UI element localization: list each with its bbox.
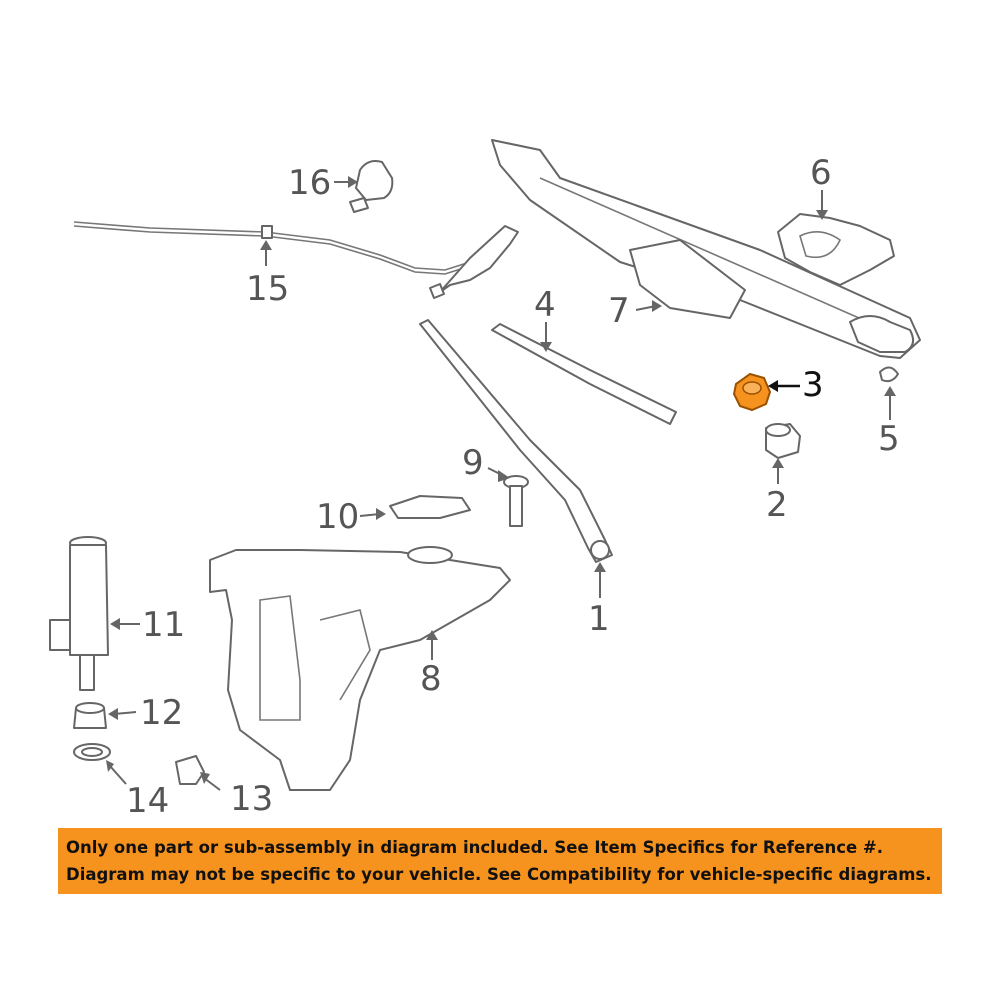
reservoir-cap-part: [389, 495, 471, 519]
callout-1: 1: [588, 599, 610, 639]
callout-11: 11: [142, 605, 185, 645]
nut-part-highlighted: [732, 372, 772, 412]
clip-part: [175, 755, 205, 785]
bolt-part: [503, 475, 529, 527]
callout-14: 14: [126, 781, 169, 821]
bushing-part: [765, 423, 801, 459]
callout-15: 15: [246, 269, 289, 309]
callout-6: 6: [810, 153, 832, 193]
washer-pump-part: [49, 536, 109, 691]
seal-part: [73, 743, 111, 761]
callout-10: 10: [316, 497, 359, 537]
callout-9: 9: [462, 443, 484, 483]
callout-16: 16: [288, 163, 331, 203]
wiper-linkage-part: [491, 139, 921, 383]
callout-13: 13: [230, 779, 273, 819]
callout-12: 12: [140, 693, 183, 733]
callout-labels: 1 2 3 4 5 6 7 8 9 10 11 12 13 14 15 16: [126, 153, 900, 821]
callout-4: 4: [534, 285, 556, 325]
callout-3: 3: [802, 365, 824, 405]
wiper-arm-part: [419, 319, 613, 563]
washer-nozzle-part: [349, 160, 394, 213]
washer-hose-part: [73, 221, 519, 299]
disclaimer-line-2: Diagram may not be specific to your vehi…: [66, 865, 932, 884]
callout-5: 5: [878, 419, 900, 459]
washer-reservoir-part: [209, 546, 511, 791]
motor-cover-part: [777, 213, 895, 286]
wiper-blade-part: [491, 323, 677, 425]
leader-lines: [106, 176, 896, 791]
disclaimer-banner: Only one part or sub-assembly in diagram…: [58, 828, 942, 894]
disclaimer-line-1: Only one part or sub-assembly in diagram…: [66, 838, 884, 857]
callout-2: 2: [766, 485, 788, 525]
callout-8: 8: [420, 659, 442, 699]
pump-grommet-part: [73, 702, 107, 729]
callout-7: 7: [608, 291, 630, 331]
